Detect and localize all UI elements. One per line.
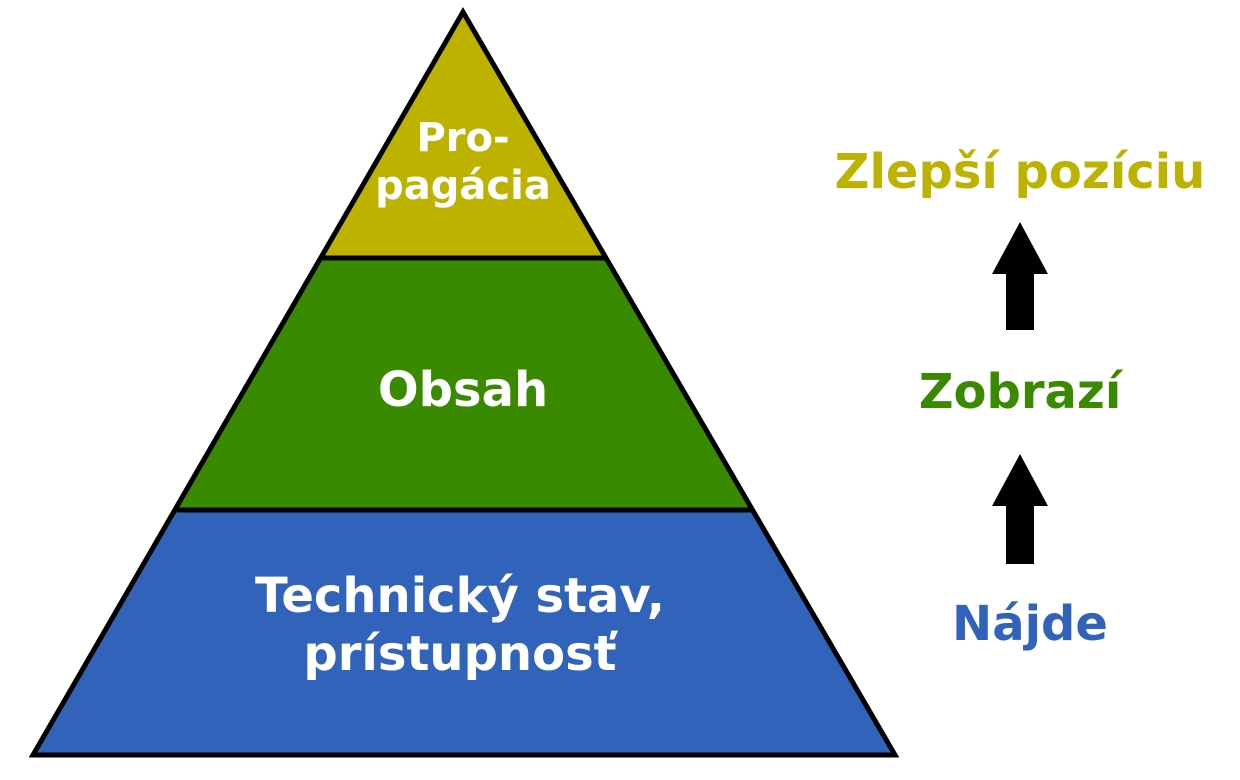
pyramid-tier-middle [177,258,752,510]
tier-label-line: Pro- [416,115,510,161]
tier-label-content: Obsah [377,362,549,418]
arrow-up-icon [992,222,1048,330]
tier-label-line: pagácia [375,163,551,209]
tier-label-line: prístupnosť [303,625,617,682]
tier-label-line: Technický stav, [254,568,666,624]
tier-label-propagation: Pro- pagácia [363,114,563,210]
step-label-improve-position: Zlepší pozíciu [834,144,1206,200]
step-label-find: Nájde [952,596,1108,652]
pyramid-tier-bottom [33,510,895,755]
arrow-up-icon [992,454,1048,564]
pyramid-tier-top [321,12,606,258]
pyramid-outline [28,7,900,758]
tier-label-technical: Technický stav, prístupnosť [160,568,760,683]
step-label-display: Zobrazí [918,364,1122,420]
